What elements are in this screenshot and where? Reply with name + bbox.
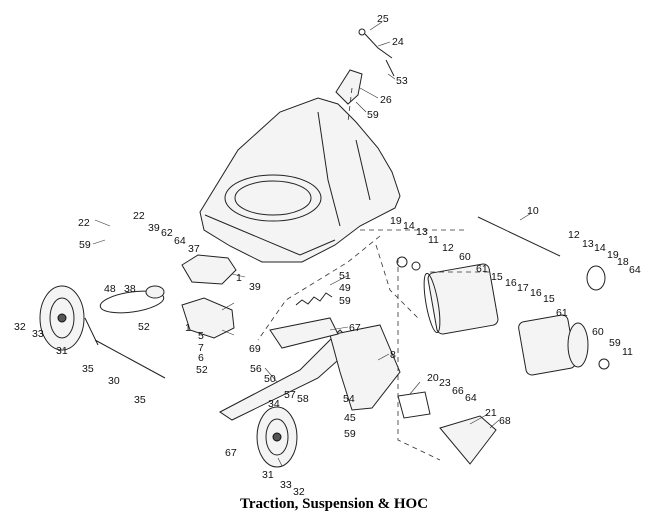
drive-belt (99, 290, 165, 314)
callout-label: 32 (293, 486, 305, 498)
gearbox-lower (181, 297, 235, 339)
rear-roller (396, 256, 610, 376)
callout-label: 11 (622, 346, 633, 358)
callout-label: 68 (499, 415, 511, 427)
callout-label: 30 (108, 375, 120, 387)
callout-label: 15 (491, 271, 503, 283)
callout-label: 8 (390, 349, 396, 361)
gearbox-upper (181, 254, 237, 285)
callout-label: 60 (459, 251, 471, 263)
callout-label: 48 (104, 283, 116, 295)
callout-label: 7 (198, 342, 204, 354)
callout-label: 31 (56, 345, 68, 357)
callout-label: 53 (396, 75, 408, 87)
callout-label: 64 (174, 235, 186, 247)
callout-label: 10 (527, 205, 539, 217)
callout-label: 32 (14, 321, 26, 333)
callout-label: 52 (138, 321, 150, 333)
front-wheel-left (39, 285, 85, 351)
callout-label: 13 (416, 226, 428, 238)
callout-label: 35 (134, 394, 146, 406)
callout-label: 12 (568, 229, 580, 241)
callout-label: 15 (543, 293, 555, 305)
diagram-caption: Traction, Suspension & HOC (239, 496, 429, 512)
callout-label: 18 (617, 256, 629, 268)
callout-label: 11 (428, 234, 439, 246)
callout-label: 64 (465, 392, 477, 404)
callout-label: 67 (225, 447, 237, 459)
callout-label: 22 (78, 217, 90, 229)
callout-label: 14 (403, 220, 415, 232)
callout-label: 61 (556, 307, 568, 319)
callout-label: 31 (262, 469, 274, 481)
callout-label: 59 (367, 109, 379, 121)
axle-rod (477, 216, 561, 257)
callout-label: 35 (82, 363, 94, 375)
mower-deck (199, 97, 401, 263)
callout-label: 64 (629, 264, 641, 276)
callout-label: 33 (32, 328, 44, 340)
callout-label: 5 (198, 330, 204, 342)
callout-label: 39 (148, 222, 160, 234)
spring (295, 292, 333, 306)
handle-bracket (335, 28, 395, 105)
callout-labels: 25 24 53 26 59 10 22 22 39 62 64 59 37 1… (14, 13, 641, 498)
callout-label: 12 (442, 242, 454, 254)
callout-label: 23 (439, 377, 451, 389)
callout-label: 59 (339, 295, 351, 307)
callout-label: 14 (594, 242, 606, 254)
callout-label: 16 (505, 277, 517, 289)
callout-label: 16 (530, 287, 542, 299)
callout-label: 60 (592, 326, 604, 338)
callout-label: 25 (377, 13, 389, 25)
callout-label: 59 (609, 337, 621, 349)
callout-label: 45 (344, 412, 356, 424)
callout-label: 33 (280, 479, 292, 491)
callout-label: 69 (249, 343, 261, 355)
assembly-lines (257, 87, 490, 461)
callout-label: 58 (297, 393, 309, 405)
callout-label: 13 (582, 238, 594, 250)
callout-label: 19 (390, 215, 402, 227)
drive-chain (397, 391, 431, 419)
callout-label: 1 (185, 322, 191, 334)
hoc-lever (219, 317, 401, 421)
front-axle (94, 339, 166, 379)
callout-label: 1 (236, 272, 242, 284)
callout-label: 21 (485, 407, 497, 419)
callout-label: 61 (476, 263, 488, 275)
cover-plate (439, 415, 497, 465)
callout-label: 62 (161, 227, 173, 239)
callout-label: 17 (517, 282, 529, 294)
callout-label: 57 (284, 389, 296, 401)
leader-lines (92, 21, 531, 467)
callout-label: 38 (124, 283, 136, 295)
callout-label: 22 (133, 210, 145, 222)
callout-label: 34 (268, 398, 280, 410)
callout-label: 6 (198, 352, 204, 364)
callout-label: 37 (188, 243, 200, 255)
callout-label: 67 (349, 322, 361, 334)
callout-label: 19 (607, 249, 619, 261)
callout-label: 54 (343, 393, 355, 405)
callout-label: 56 (250, 363, 262, 375)
callout-label: 66 (452, 385, 464, 397)
callout-label: 26 (380, 94, 392, 106)
callout-label: 24 (392, 36, 404, 48)
callout-label: 51 (339, 270, 351, 282)
callout-label: 52 (196, 364, 208, 376)
callout-label: 20 (427, 372, 439, 384)
callout-label: 39 (249, 281, 261, 293)
rear-wheel-bottom (256, 406, 298, 468)
callout-label: 50 (264, 373, 276, 385)
callout-label: 59 (79, 239, 91, 251)
callout-label: 49 (339, 282, 351, 294)
callout-label: 59 (344, 428, 356, 440)
